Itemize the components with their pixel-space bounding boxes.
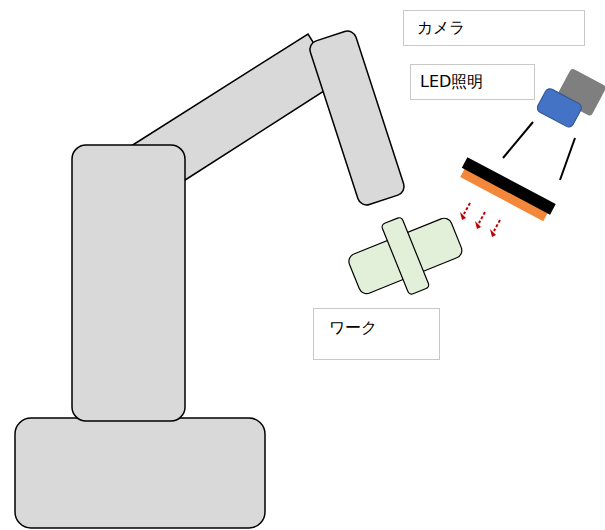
camera-mount xyxy=(503,122,533,158)
robot-base xyxy=(15,418,265,528)
label-text: LED照明 xyxy=(420,72,483,93)
work-label: ワーク xyxy=(313,308,440,360)
robot-body xyxy=(72,145,185,421)
light-rays xyxy=(460,203,500,237)
led-label: LED照明 xyxy=(410,64,535,100)
label-text: カメラ xyxy=(417,18,465,39)
camera-mount xyxy=(560,138,575,180)
workpiece xyxy=(340,200,470,312)
camera-label: カメラ xyxy=(403,10,585,46)
led-light xyxy=(458,157,556,222)
robot-forearm xyxy=(308,29,407,207)
camera xyxy=(536,62,605,134)
label-text: ワーク xyxy=(329,318,377,339)
